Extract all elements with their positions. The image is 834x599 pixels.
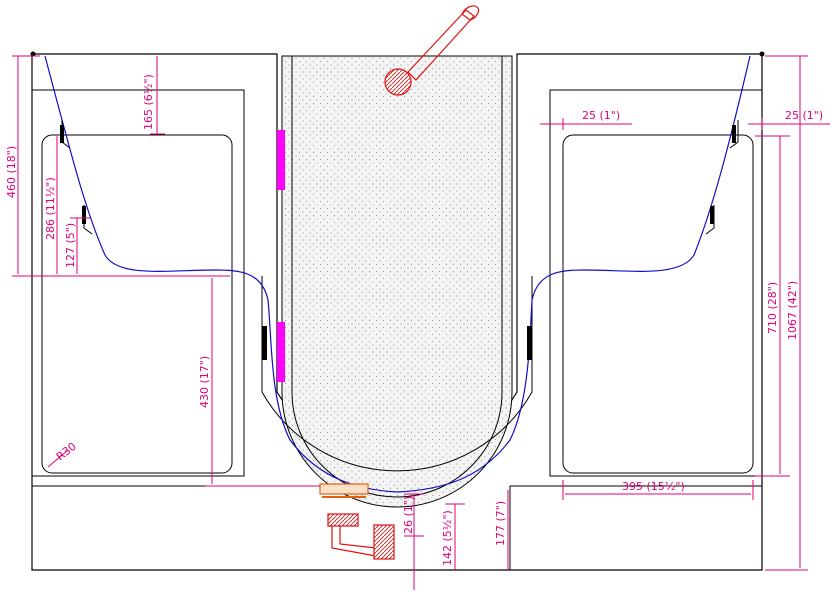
seat-marker-right bbox=[732, 125, 736, 143]
dim-395: 395 (15¹⁄₂") bbox=[562, 480, 754, 500]
dim-127-label: 127 (5") bbox=[64, 223, 77, 268]
dim-286: 286 (11¹⁄₂") bbox=[44, 136, 58, 274]
jet-lower-icon bbox=[277, 322, 285, 382]
seat-marker-left bbox=[60, 125, 64, 143]
jet-upper-icon bbox=[277, 130, 285, 190]
dim-395-label: 395 (15¹⁄₂") bbox=[622, 480, 685, 493]
dim-25-outer: 25 (1") bbox=[748, 109, 830, 130]
dim-25-outer-label: 25 (1") bbox=[785, 109, 823, 122]
dim-26: 26 (1") bbox=[402, 493, 424, 590]
dim-142-label: 142 (5¹⁄₂") bbox=[441, 510, 454, 566]
dim-710-label: 710 (28") bbox=[766, 282, 779, 334]
dim-460: 460 (18") bbox=[5, 55, 230, 277]
dim-1067-label: 1067 (42") bbox=[786, 281, 799, 340]
side-marker-right bbox=[527, 326, 532, 360]
dim-127: 127 (5") bbox=[64, 217, 90, 274]
seat-marker-left-2 bbox=[82, 206, 86, 224]
dim-1067: 1067 (42") bbox=[765, 55, 808, 571]
dim-165: 165 (6¹⁄₂") bbox=[142, 56, 165, 135]
dim-165-label: 165 (6¹⁄₂") bbox=[142, 74, 155, 130]
drain-assembly-icon bbox=[319, 483, 395, 560]
radius-label: R30 bbox=[54, 440, 79, 464]
right-seat bbox=[562, 134, 754, 474]
dim-430: 430 (17") bbox=[198, 278, 320, 487]
dim-25-inner-label: 25 (1") bbox=[582, 109, 620, 122]
dim-177: 177 (7") bbox=[494, 490, 509, 570]
left-seat bbox=[41, 134, 233, 474]
seat-marker-right-2 bbox=[710, 206, 714, 224]
seat-clip-right-top bbox=[729, 120, 739, 149]
corner-dot-right bbox=[759, 51, 765, 57]
dim-430-label: 430 (17") bbox=[198, 356, 211, 408]
dim-26-label: 26 (1") bbox=[402, 496, 415, 534]
dim-142: 142 (5¹⁄₂") bbox=[441, 503, 465, 570]
corner-dot-left bbox=[30, 51, 36, 57]
dim-460-label: 460 (18") bbox=[5, 146, 18, 198]
dim-177-label: 177 (7") bbox=[494, 501, 507, 546]
dim-710: 710 (28") bbox=[755, 135, 790, 477]
side-marker-left bbox=[262, 326, 267, 360]
dim-25-inner: 25 (1") bbox=[540, 109, 632, 130]
drain-handle-icon bbox=[384, 5, 480, 96]
radius-label-group: R30 bbox=[47, 440, 79, 468]
dim-286-label: 286 (11¹⁄₂") bbox=[44, 177, 57, 240]
waterline-curve bbox=[44, 55, 751, 493]
inner-basin bbox=[261, 55, 533, 508]
